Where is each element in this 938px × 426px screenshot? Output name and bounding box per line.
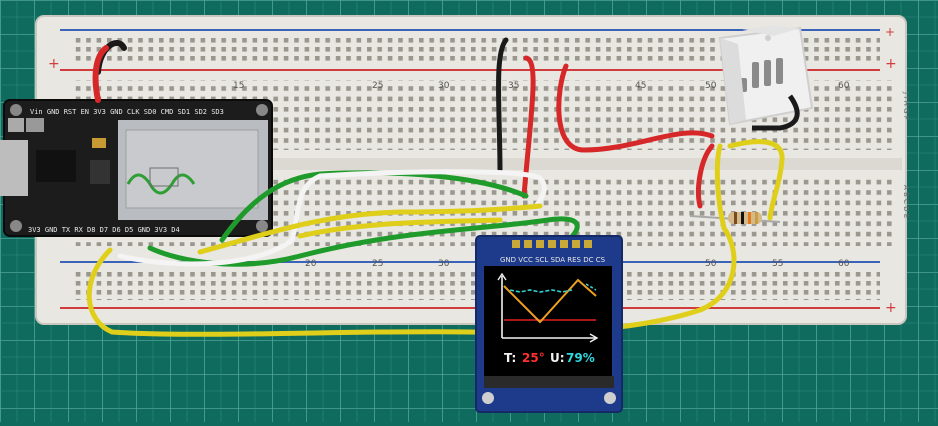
wire-red-sensor: [696, 143, 715, 209]
plot-humidity-trace: [509, 289, 573, 293]
col-num: 60: [838, 259, 850, 269]
col-num: 60: [838, 81, 850, 91]
temp-value: 25°: [522, 351, 545, 365]
nodemcu-pin-labels-bottom: 3V3 GND TX RX D8 D7 D6 D5 GND 3V3 D4: [28, 226, 180, 234]
plus-sign-top-right: +: [885, 56, 897, 72]
wire-yellow-right: [727, 139, 785, 221]
resistor: [689, 212, 781, 224]
hum-label: U:: [550, 351, 565, 365]
plot-humidity-trace-tail: [585, 283, 597, 291]
wire-white: [117, 169, 547, 267]
nodemcu-pin-labels-top: Vin GND RST EN 3V3 GND CLK SD0 CMD SD1 S…: [30, 108, 224, 116]
dht-sensor: [718, 26, 814, 131]
col-num: 15: [233, 81, 244, 91]
oled-module: GND VCC SCL SDA RES DC CS T: 25° U: 79%: [475, 235, 623, 413]
wire-red-center: [521, 55, 536, 199]
plus-sign-bottom-right: +: [885, 300, 897, 316]
col-num: 25: [372, 259, 383, 269]
plot-temperature-trace: [503, 278, 597, 324]
oled-screen: [484, 266, 612, 376]
wire-red-left: [92, 45, 109, 103]
hum-value: 79%: [566, 351, 595, 365]
col-num: 30: [438, 259, 450, 269]
col-num: 55: [772, 259, 783, 269]
row-letters-lower: A B C D E: [902, 185, 910, 218]
wire-yellow-top: [297, 217, 503, 239]
oled-header-pins-label: GND VCC SCL SDA RES DC CS: [500, 256, 606, 264]
col-num: 50: [705, 259, 717, 269]
col-num: 45: [635, 81, 646, 91]
wire-red-right: [556, 63, 715, 153]
col-num: 30: [438, 81, 450, 91]
col-num: 35: [508, 81, 519, 91]
row-letters-upper: J I H G F: [902, 91, 910, 120]
col-num: 50: [705, 81, 717, 91]
plus-sign-top-left: +: [48, 56, 60, 72]
col-num: 20: [305, 259, 317, 269]
col-num: 25: [372, 81, 383, 91]
wire-black-center: [496, 37, 509, 175]
nodemcu-board: Vin GND RST EN 3V3 GND CLK SD0 CMD SD1 S…: [0, 99, 273, 237]
temp-label: T:: [504, 351, 516, 365]
plus-sign-upper-right: +: [885, 25, 895, 39]
